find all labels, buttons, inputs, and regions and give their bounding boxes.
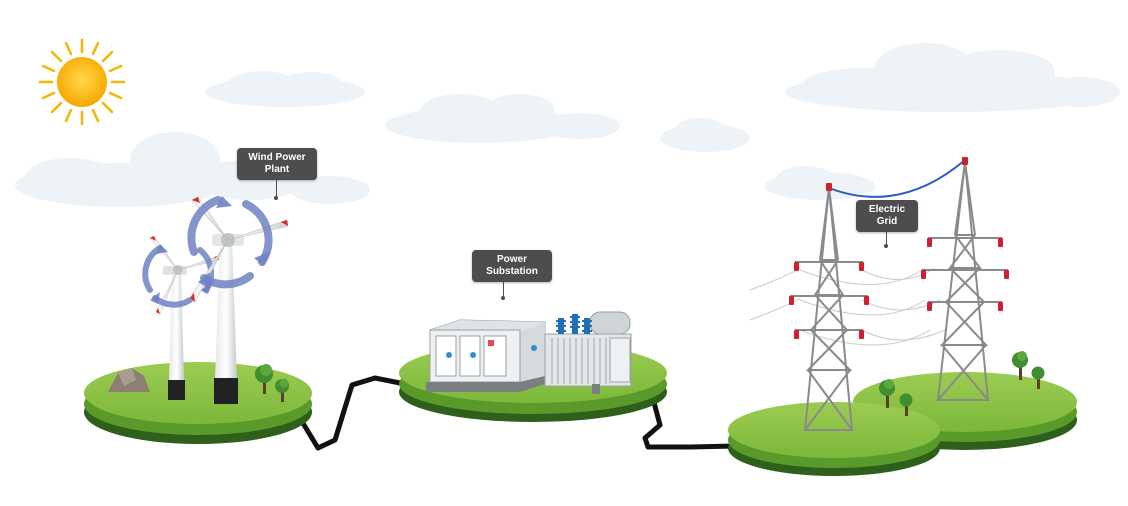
cloud-icon [660, 118, 750, 152]
transmission-tower-icon [922, 161, 1008, 401]
grid-island [728, 372, 1077, 476]
wind-turbine-icon [149, 235, 220, 400]
wind-label-pointer-dot [274, 196, 278, 200]
tree-icon [1031, 366, 1045, 389]
power-substation-label: Power Substation [472, 250, 552, 282]
tree-icon [1012, 351, 1028, 380]
wind-label-line2: Plant [264, 164, 290, 175]
cloud-icon [15, 132, 370, 207]
power-line-icon [749, 267, 946, 346]
wind-label-pointer [276, 180, 277, 198]
substation-label-pointer [503, 282, 504, 298]
rock-icon [108, 368, 150, 392]
insulators [789, 183, 869, 339]
substation-label-line2: Substation [486, 266, 538, 277]
sun-icon [38, 38, 126, 126]
substation-label-line1: Power [496, 254, 527, 265]
cloud-icon [385, 94, 620, 143]
substation-building-icon [426, 319, 546, 392]
substation-label-pointer-dot [501, 296, 505, 300]
clouds [15, 43, 1120, 207]
electric-grid-label: Electric Grid [856, 200, 918, 232]
tree-icon [275, 378, 289, 402]
grid-label-pointer-dot [884, 244, 888, 248]
cloud-icon [205, 71, 365, 107]
grid-label-pointer [886, 232, 887, 246]
wind-label-line1: Wind Power [248, 152, 306, 163]
cloud-icon [785, 43, 1120, 112]
wind-turbine-icon [189, 196, 289, 404]
transmission-tower-icon [790, 187, 868, 431]
transformer-icon [544, 311, 632, 394]
grid-label-line2: Grid [876, 216, 898, 227]
tree-icon [899, 393, 913, 416]
tree-icon [879, 379, 895, 408]
underground-cable [295, 375, 738, 451]
tree-icon [255, 364, 273, 394]
grid-label-line1: Electric [868, 204, 906, 215]
power-line-icon [828, 159, 966, 198]
insulators [921, 157, 1009, 311]
wind-power-plant-label: Wind Power Plant [237, 148, 317, 180]
